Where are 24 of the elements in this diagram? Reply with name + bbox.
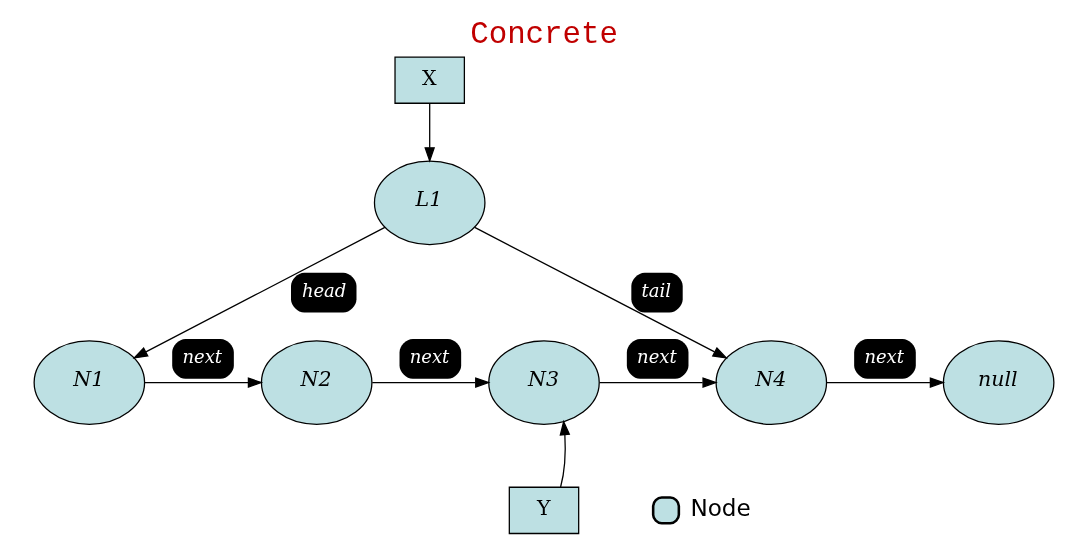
arrow <box>474 226 728 359</box>
node-ellipse: null <box>942 340 1055 425</box>
edge-label: head <box>301 279 347 301</box>
arrow <box>132 226 386 359</box>
node-box: X <box>394 56 465 104</box>
arrow <box>826 377 946 388</box>
arrow <box>144 377 264 388</box>
node-ellipse: N1 <box>33 340 146 425</box>
arrow <box>424 102 436 163</box>
edge-label: next <box>182 345 223 367</box>
node-ellipse: L1 <box>373 160 486 246</box>
legend-label: Node <box>690 495 751 522</box>
arrow <box>371 377 491 388</box>
arrow <box>598 377 718 388</box>
node-ellipse: N4 <box>715 340 828 425</box>
edge-label: tail <box>641 279 672 301</box>
node-box: Y <box>508 486 580 535</box>
node-ellipse: N3 <box>488 340 600 425</box>
edge-label: next <box>409 345 450 367</box>
edge-label: next <box>864 345 904 367</box>
diagram-title: Concrete <box>470 17 619 53</box>
edge-label: next <box>637 345 677 367</box>
arrow <box>559 419 571 488</box>
node-ellipse: N2 <box>260 340 373 425</box>
